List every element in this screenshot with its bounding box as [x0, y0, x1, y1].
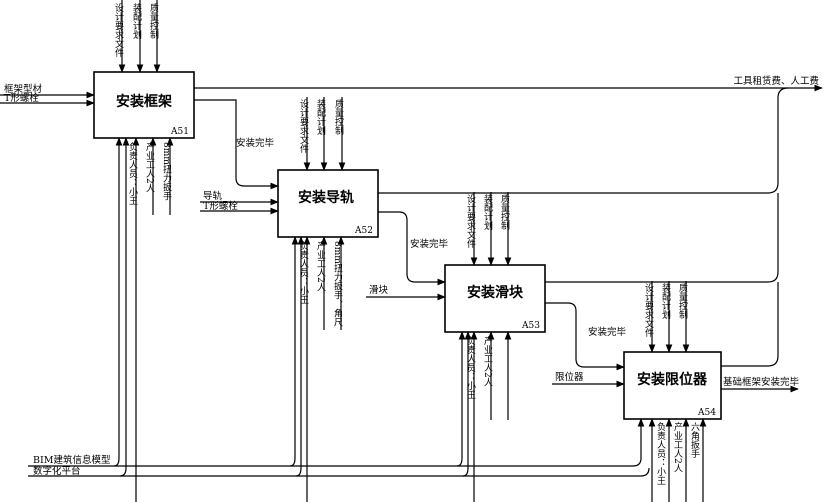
- mechanism-label: 负责人员：小王: [298, 240, 309, 304]
- mechanism-label: 数字化平台: [33, 465, 81, 477]
- shared-mechanism-feeds: BIM建筑信息模型 数字化平台: [28, 137, 650, 477]
- inputs-a54: 限位器: [552, 371, 625, 388]
- process-box-a53: 安装滑块 A53: [444, 264, 546, 333]
- controls-a51: 设计要求文件 装配计划 质量控制: [113, 0, 161, 73]
- transition-label: 安装完毕: [236, 137, 275, 149]
- input-label: 导轨: [203, 190, 223, 202]
- control-label: 设计要求文件: [298, 99, 309, 154]
- controls-a54: 设计要求文件 装配计划 质量控制: [643, 281, 690, 353]
- mechanism-label: BIM建筑信息模型: [33, 454, 111, 466]
- mechanism-label: 产业工人2人: [144, 141, 155, 193]
- inputs-a52: 导轨 T形螺栓: [200, 190, 279, 215]
- mechanism-label: 产业工人2人: [482, 335, 493, 387]
- box-code: A54: [697, 408, 716, 418]
- control-label: 设计要求文件: [113, 3, 124, 58]
- box-title: 安装框架: [116, 93, 172, 110]
- control-label: 质量控制: [677, 282, 688, 319]
- box-code: A53: [521, 321, 540, 331]
- mechanism-label: 六角扳手: [689, 421, 700, 459]
- mechanisms-a51: 负责人员：小王 产业工人2人 8mm扭力扳手: [127, 137, 174, 502]
- input-label: T形螺栓: [203, 200, 238, 212]
- transition-a53-a54: 安装完毕: [545, 302, 627, 371]
- box-title: 安装滑块: [467, 284, 524, 301]
- mechanism-label: 产业工人2人: [672, 421, 683, 473]
- cost-output: 工具租赁费、人工费: [194, 75, 823, 367]
- mechanism-label: 8mm扭力扳手: [161, 142, 172, 202]
- box-code: A52: [354, 226, 373, 236]
- output-label: 基础框架安装完毕: [723, 376, 800, 388]
- transition-label: 安装完毕: [410, 238, 449, 250]
- process-box-a51: 安装框架 A51: [93, 71, 195, 139]
- transition-label: 安装完毕: [588, 326, 627, 338]
- mechanism-label: 8mm扭力扳手、角尺: [332, 241, 343, 328]
- control-label: 质量控制: [333, 98, 344, 135]
- controls-a52: 设计要求文件 装配计划 质量控制: [298, 97, 346, 171]
- input-label: 框架型材: [4, 83, 43, 95]
- controls-a53: 设计要求文件 装配计划 质量控制: [465, 192, 512, 266]
- output-label: 工具租赁费、人工费: [733, 75, 819, 87]
- mechanism-label: 负责人员：小王: [465, 335, 476, 399]
- process-box-a54: 安装限位器 A54: [623, 351, 722, 420]
- mechanisms-a52: 负责人员：小王 产业工人2人 8mm扭力扳手、角尺: [298, 236, 345, 502]
- control-label: 装配计划: [315, 98, 326, 135]
- control-label: 质量控制: [499, 193, 510, 230]
- mechanisms-a54: 负责人员：小王 产业工人2人 六角扳手: [648, 418, 707, 502]
- transition-a51-a52: 安装完毕: [194, 99, 279, 190]
- final-output: 基础框架安装完毕: [721, 376, 800, 393]
- control-label: 设计要求文件: [465, 194, 476, 249]
- control-label: 质量控制: [148, 2, 159, 39]
- mechanism-label: 负责人员：小王: [127, 141, 138, 205]
- control-label: 设计要求文件: [643, 283, 654, 338]
- input-label: 限位器: [555, 371, 584, 383]
- process-box-a52: 安装导轨 A52: [277, 169, 379, 238]
- box-code: A51: [170, 127, 189, 137]
- inputs-a53: 滑块: [366, 284, 446, 301]
- control-label: 装配计划: [482, 193, 493, 230]
- inputs-a51: 框架型材 T形螺栓: [0, 83, 95, 107]
- input-label: 滑块: [369, 284, 389, 296]
- box-title: 安装限位器: [637, 371, 708, 388]
- mechanism-label: 产业工人2人: [315, 240, 326, 292]
- transition-a52-a53: 安装完毕: [378, 211, 449, 286]
- mechanism-label: 负责人员：小王: [655, 421, 666, 485]
- control-label: 装配计划: [660, 282, 671, 319]
- mechanisms-a53: 负责人员：小王 产业工人2人: [465, 331, 512, 502]
- box-title: 安装导轨: [298, 189, 354, 206]
- control-label: 装配计划: [131, 2, 142, 39]
- input-label: T形螺栓: [4, 92, 39, 104]
